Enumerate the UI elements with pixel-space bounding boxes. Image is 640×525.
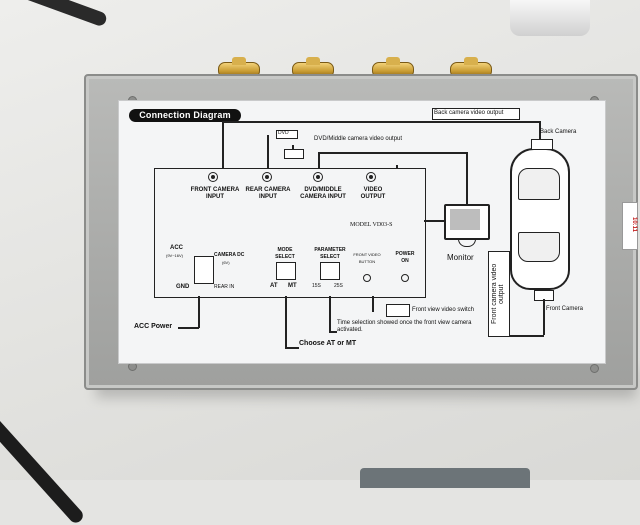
parameter-option-25s: 25S [334, 283, 343, 289]
dvd-box [276, 130, 298, 139]
front-camera-input-label: FRONT CAMERA INPUT [190, 187, 240, 200]
back-camera-icon [531, 139, 553, 150]
line [318, 152, 320, 169]
choose-at-mt-label: Choose AT or MT [299, 340, 357, 347]
line [466, 152, 468, 204]
side-sticker [622, 202, 638, 250]
front-output-label-box [488, 251, 510, 337]
mode-option-mt: MT [288, 283, 297, 289]
front-view-switch-label: Front view video switch [412, 307, 475, 313]
back-output-label-box [432, 108, 520, 120]
acc-power-label: ACC Power [134, 323, 173, 330]
rear-in-label: REAR IN [214, 284, 235, 290]
camera-dc-voltage: (6V) [222, 260, 230, 265]
line [222, 121, 540, 123]
dvd-jack-icon [313, 172, 323, 182]
video-output-jack-icon [366, 172, 376, 182]
time-selection-label: Time selection showed once the front vie… [337, 320, 472, 333]
front-video-button-icon [363, 274, 371, 282]
diagram-title: Connection Diagram [129, 109, 241, 122]
front-view-switch-icon [386, 304, 410, 317]
line [539, 121, 541, 139]
dvd-label: DVD/Middle camera video output [314, 136, 403, 142]
line [318, 152, 466, 154]
dvd-box-label: DVD [278, 130, 289, 136]
acc-voltage-label: (9V~16V) [166, 253, 184, 258]
parameter-option-15s: 15S [312, 283, 321, 289]
front-camera-label: Front Camera [546, 306, 584, 312]
front-camera-output-label: Front camera video output [491, 263, 505, 325]
camera-dc-label: CAMERA DC [214, 252, 245, 258]
line [396, 165, 398, 169]
rear-camera-input-label: REAR CAMERA INPUT [245, 187, 291, 200]
dvd-camera-input-label: DVD/MIDDLE CAMERA INPUT [300, 187, 346, 200]
device-panel [154, 168, 426, 298]
background-object [510, 0, 590, 36]
line [198, 296, 200, 328]
front-camera-jack-icon [208, 172, 218, 182]
rear-camera-jack-icon [262, 172, 272, 182]
video-output-label: VIDEO OUTPUT [360, 187, 386, 200]
monitor-label: Monitor [447, 253, 474, 262]
dvd-player-icon [284, 149, 304, 159]
line [285, 296, 287, 348]
back-camera-output-label: Back camera video output [434, 110, 504, 116]
mode-option-at: AT [270, 283, 278, 289]
side-sticker-text: 10:11 [631, 217, 637, 233]
gnd-label: GND [176, 284, 190, 290]
car-front-window [518, 232, 560, 262]
line [178, 327, 199, 329]
model-label: MODEL VD03-S [350, 222, 393, 228]
mode-switch-icon [276, 262, 296, 280]
power-on-label: POWER ON [395, 251, 415, 264]
line [543, 299, 545, 335]
line [424, 220, 444, 222]
parameter-select-label: PARAMETER SELECT [314, 247, 346, 260]
car-rear-window [518, 168, 560, 200]
line [372, 296, 374, 312]
mode-select-label: MODE SELECT [275, 247, 295, 260]
line [267, 135, 269, 169]
front-video-button-label: FRONT VIDEO BUTTON [353, 252, 381, 264]
back-camera-label: Back Camera [540, 129, 577, 135]
power-connector-icon [194, 256, 214, 284]
monitor-icon [444, 204, 490, 240]
line [285, 347, 299, 349]
line [329, 331, 337, 333]
line [498, 335, 544, 337]
foreground-object [360, 468, 530, 488]
power-led-icon [401, 274, 409, 282]
line [329, 296, 331, 332]
screw [590, 364, 599, 373]
line [222, 121, 224, 169]
acc-label: ACC [170, 245, 183, 251]
parameter-switch-icon [320, 262, 340, 280]
